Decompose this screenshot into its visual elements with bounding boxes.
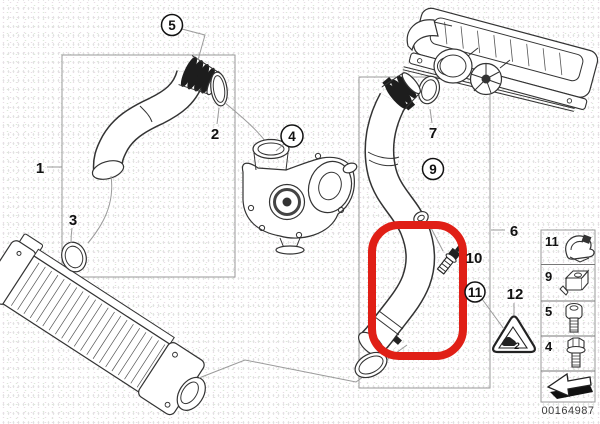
hose-clamp-icon bbox=[565, 234, 595, 263]
o-ring-3-drawing bbox=[61, 241, 87, 273]
warning-triangle-icon: 2 bbox=[492, 315, 536, 354]
callout-11[interactable]: 11 bbox=[468, 285, 483, 300]
callout-10[interactable]: 10 bbox=[466, 250, 483, 267]
socket-head-screw-icon bbox=[565, 302, 583, 333]
legend-sidebar: 11 9 5 4 bbox=[540, 229, 596, 417]
callout-7[interactable]: 7 bbox=[429, 125, 437, 142]
legend-item-4-label[interactable]: 4 bbox=[545, 339, 553, 354]
legend-item-11-label[interactable]: 11 bbox=[545, 234, 559, 249]
callout-4[interactable]: 4 bbox=[288, 129, 296, 144]
callout-9[interactable]: 9 bbox=[429, 162, 437, 177]
drawing-number: 00164987 bbox=[542, 405, 595, 417]
installation-direction-arrow-icon bbox=[546, 372, 593, 399]
highlight-selected-part bbox=[368, 221, 467, 360]
hex-flange-screw-icon bbox=[566, 337, 586, 368]
legend-item-5-label[interactable]: 5 bbox=[545, 304, 552, 319]
hose-9-connector bbox=[381, 72, 421, 112]
charge-air-hose-1-drawing bbox=[91, 55, 221, 180]
clip-nut-icon bbox=[559, 269, 590, 296]
o-ring-7-drawing bbox=[417, 75, 441, 105]
detail-frame-part6 bbox=[358, 76, 491, 389]
o-ring-2-drawing bbox=[210, 71, 228, 107]
intercooler-drawing bbox=[0, 233, 206, 416]
engine-intake-drawing bbox=[402, 7, 599, 112]
callouts-layer: 1 2 3 4 5 6 7 9 10 11 12 bbox=[36, 13, 524, 330]
turbocharger-drawing bbox=[241, 138, 358, 255]
fit-line-ring2-turbo bbox=[223, 101, 269, 146]
callout-6[interactable]: 6 bbox=[510, 223, 518, 240]
callout-2[interactable]: 2 bbox=[211, 126, 219, 143]
legend-item-9-label[interactable]: 9 bbox=[545, 269, 552, 284]
callout-12[interactable]: 12 bbox=[507, 286, 524, 303]
charge-air-hose-9-drawing bbox=[358, 72, 436, 357]
callout-1[interactable]: 1 bbox=[36, 160, 44, 177]
actuator-spokes bbox=[470, 64, 501, 94]
detail-frame-part1 bbox=[61, 54, 236, 278]
intercooler-fins bbox=[11, 262, 166, 388]
callout-5[interactable]: 5 bbox=[168, 18, 176, 33]
callout-3[interactable]: 3 bbox=[69, 212, 77, 229]
triangle-glyph: 2 bbox=[513, 341, 519, 351]
fit-line-hose1-ring3 bbox=[87, 175, 113, 244]
